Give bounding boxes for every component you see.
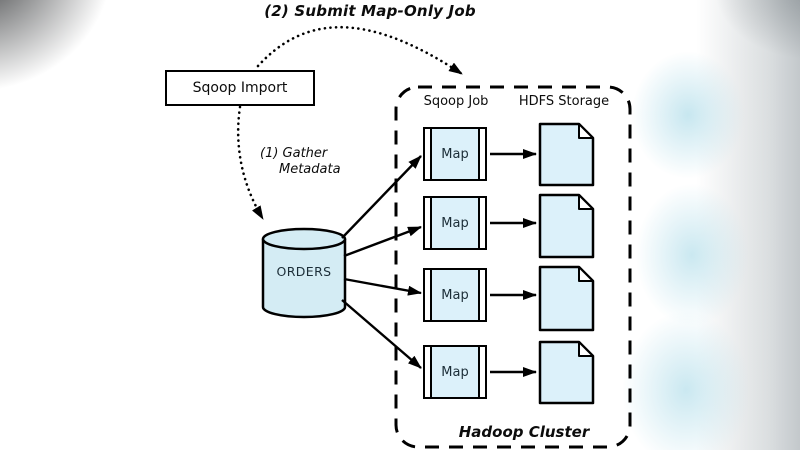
document-file-icon: [538, 340, 595, 405]
sqoop-import-label: Sqoop Import: [192, 80, 288, 96]
map-task-node: Map: [423, 127, 487, 181]
sqoop-job-column-header: Sqoop Job: [423, 94, 489, 109]
orders-to-map-3-arrow: [343, 277, 422, 296]
map-task-label: Map: [430, 347, 480, 397]
database-cylinder-top: [261, 227, 347, 251]
map-task-label: Map: [430, 129, 480, 179]
orders-to-map-4-arrow: [341, 299, 422, 369]
document-file-icon: [538, 122, 595, 187]
orders-database-label: ORDERS: [276, 264, 332, 279]
map-task-node: Map: [423, 268, 487, 322]
hadoop-cluster-label: Hadoop Cluster: [458, 423, 590, 441]
gather-metadata-label: (1) Gather Metadata: [260, 146, 341, 178]
gather-metadata-line1: (1) Gather: [260, 146, 328, 161]
orders-to-map-2-arrow: [343, 225, 422, 258]
submit-map-only-job-label: (2) Submit Map-Only Job: [264, 2, 476, 20]
map-task-label: Map: [430, 270, 480, 320]
database-cylinder-icon: [261, 239, 347, 319]
hdfs-storage-column-header: HDFS Storage: [518, 94, 610, 109]
document-file-icon: [538, 265, 595, 332]
map-task-node: Map: [423, 196, 487, 250]
map-task-node: Map: [423, 345, 487, 399]
sqoop-import-box: Sqoop Import: [165, 70, 315, 106]
document-file-icon: [538, 193, 595, 259]
gather-metadata-line2: Metadata: [279, 162, 341, 177]
map-task-label: Map: [430, 198, 480, 248]
submit-job-dotted-arrow: [256, 25, 464, 76]
orders-to-map-1-arrow: [341, 155, 422, 239]
